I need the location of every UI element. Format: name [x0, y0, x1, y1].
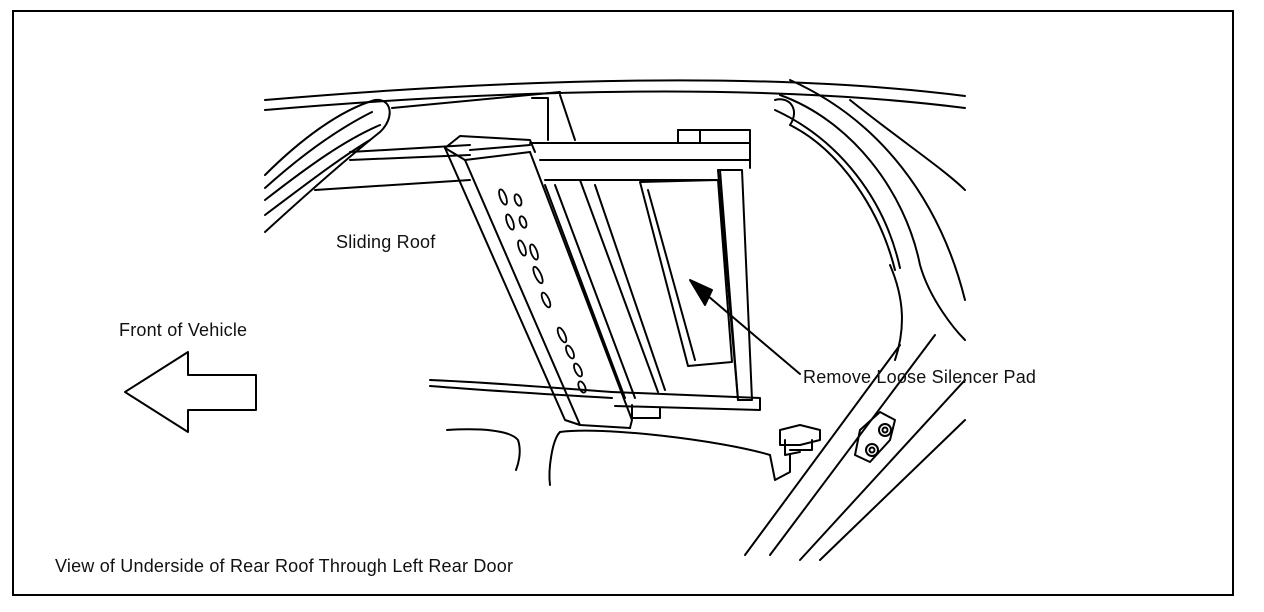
door-pillar	[744, 334, 966, 561]
diagram-caption: View of Underside of Rear Roof Through L…	[55, 556, 514, 576]
front-crossbar	[314, 144, 471, 191]
remove-pad-label: Remove Loose Silencer Pad	[803, 367, 1037, 387]
pad-arrow	[689, 279, 801, 375]
diagram-frame	[12, 10, 1234, 596]
sliding-roof-bracket	[444, 135, 633, 429]
bolt-bracket	[854, 411, 896, 463]
roof-edge-lines	[264, 79, 966, 111]
rear-roof-rail	[774, 79, 966, 361]
sliding-panel	[529, 94, 761, 419]
bracket-slots	[498, 188, 587, 394]
left-roof-rail	[264, 98, 391, 233]
front-of-vehicle-label: Front of Vehicle	[119, 320, 248, 340]
lower-body-lines	[429, 379, 791, 486]
front-arrow-icon	[124, 351, 257, 433]
sliding-roof-label: Sliding Roof	[336, 232, 436, 252]
